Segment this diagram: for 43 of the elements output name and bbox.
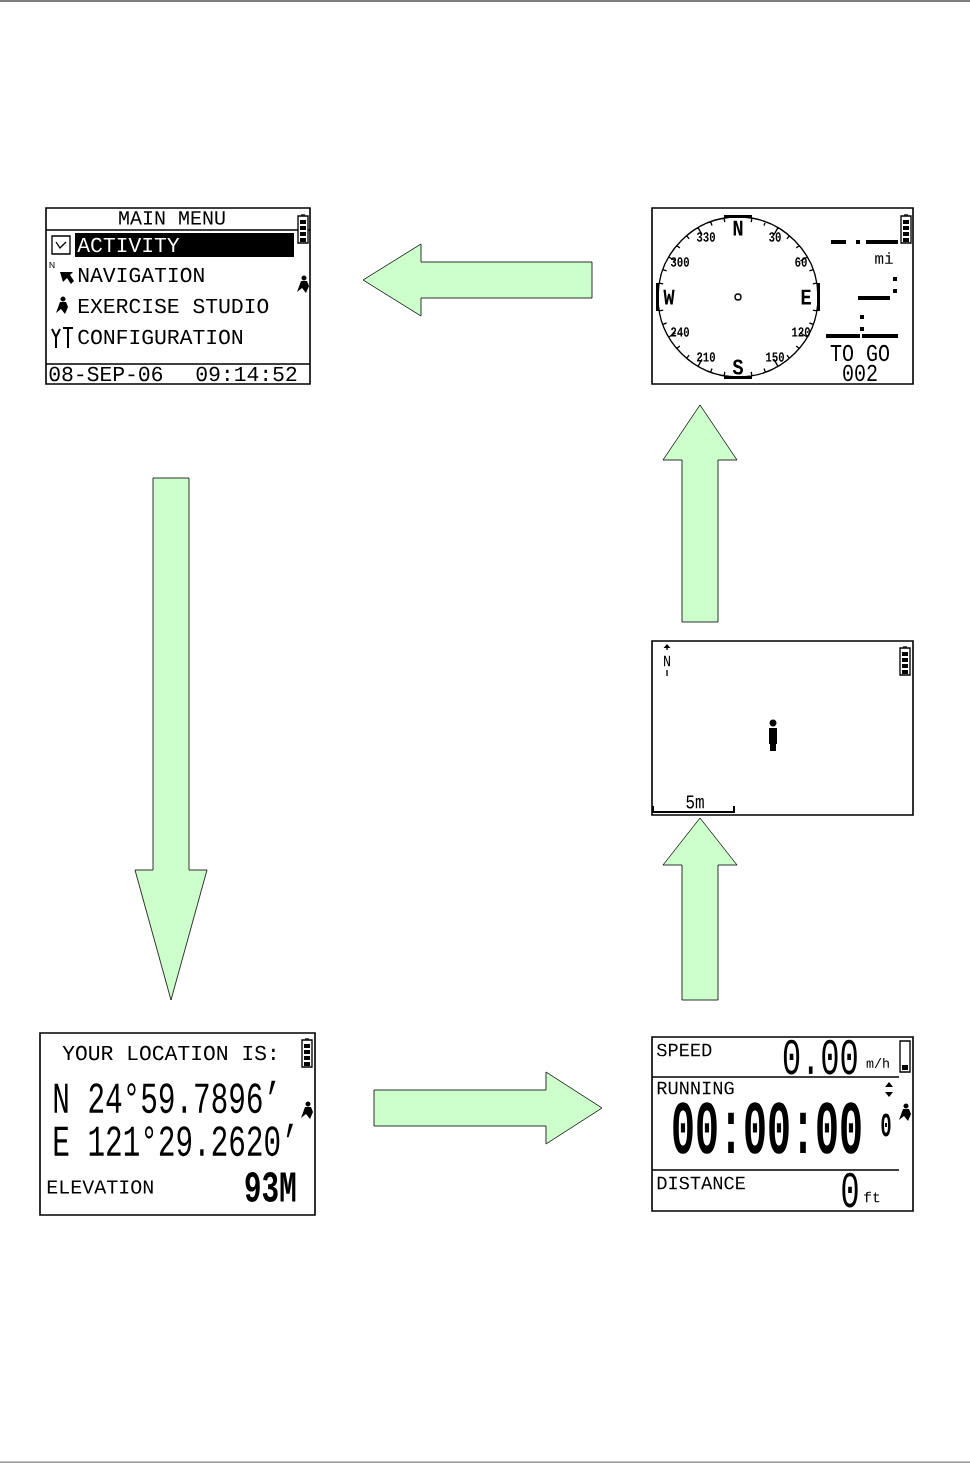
coordinate-readout: E 121°29.2620’ xyxy=(54,1123,293,1157)
compass-label: W xyxy=(663,289,675,305)
status-label: TO GO xyxy=(830,344,889,362)
screen-title: MAIN MENU xyxy=(119,211,225,225)
timer-readout: 0 xyxy=(881,1113,891,1137)
field-value: 93M xyxy=(245,1172,296,1202)
status-value: 002 xyxy=(843,364,877,382)
menu-item: EXERCISE STUDIO xyxy=(78,298,269,314)
compass-label: 30 xyxy=(769,232,781,242)
compass-label: 60 xyxy=(795,257,807,267)
compass-label: 120 xyxy=(792,327,810,337)
time-text: 09:14:52 xyxy=(196,366,297,382)
unit-label: ft xyxy=(864,1191,880,1203)
compass-label: 240 xyxy=(671,327,689,337)
field-label: SPEED xyxy=(657,1043,712,1057)
coordinate-readout: N 24°59.7896’ xyxy=(54,1080,276,1114)
timer-readout: 00:00:00 xyxy=(673,1102,861,1154)
compass-label: S xyxy=(732,359,744,375)
field-value: 0 xyxy=(842,1172,858,1208)
compass-label: 210 xyxy=(697,352,715,362)
block-arrow xyxy=(373,1071,603,1145)
field-label: RUNNING xyxy=(657,1081,734,1095)
scale-label: 5m xyxy=(686,795,704,809)
compass-label: 330 xyxy=(696,232,715,242)
field-value: 0.00 xyxy=(783,1039,857,1075)
unit-label: mi xyxy=(875,252,893,264)
north-label: N xyxy=(664,655,670,667)
field-label: DISTANCE xyxy=(657,1176,745,1190)
screen-title: YOUR LOCATION IS: xyxy=(62,1045,275,1061)
menu-item: ACTIVITY xyxy=(77,237,180,253)
compass-label: 300 xyxy=(670,257,689,267)
block-arrow xyxy=(662,817,738,1001)
compass-label: E xyxy=(801,289,811,305)
unit-label: m/h xyxy=(866,1058,889,1068)
block-arrow xyxy=(134,477,208,1001)
compass-label: N xyxy=(733,220,743,236)
menu-item: CONFIGURATION xyxy=(78,329,242,345)
menu-item: NAVIGATION xyxy=(78,267,204,283)
compass-label: 150 xyxy=(766,352,784,362)
field-label: ELEVATION xyxy=(47,1180,153,1194)
date-text: 08-SEP-06 xyxy=(49,366,163,382)
block-arrow xyxy=(662,404,738,623)
block-arrow xyxy=(362,243,593,317)
